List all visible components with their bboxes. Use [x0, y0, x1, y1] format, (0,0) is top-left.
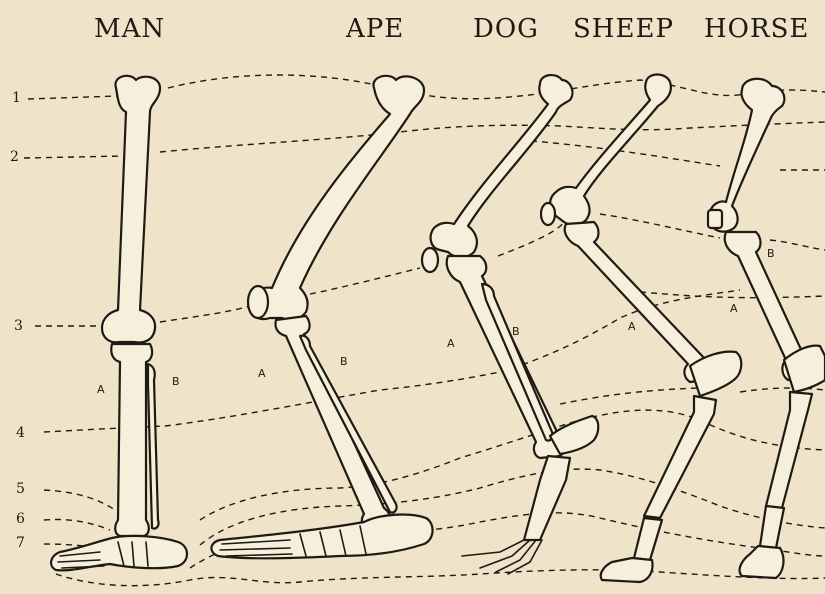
line-3b — [640, 292, 825, 298]
ape-foot — [211, 515, 432, 559]
level-number-7: 7 — [16, 535, 25, 551]
header-dog: DOG — [473, 14, 539, 44]
level-number-6: 6 — [16, 511, 25, 527]
line-lower — [56, 570, 825, 586]
dog-calcaneus — [550, 416, 598, 454]
sheep-tibia — [565, 222, 711, 382]
dog-label-b: B — [512, 325, 520, 338]
sheep-label-a: A — [628, 320, 636, 333]
sheep-limb — [541, 75, 741, 583]
man-label-a: A — [97, 383, 105, 396]
header-sheep: SHEEP — [573, 14, 674, 44]
level-number-2: 2 — [10, 149, 19, 165]
man-fibula — [148, 364, 159, 529]
header-ape: APE — [346, 14, 404, 44]
man-femur — [102, 76, 160, 343]
horse-hoof — [740, 546, 784, 578]
header-horse: HORSE — [704, 14, 809, 44]
sheep-patella — [541, 203, 555, 225]
man-tibia — [111, 344, 152, 536]
dog-metatarsals — [524, 456, 570, 540]
man-label-b: B — [172, 375, 180, 388]
man-foot — [51, 536, 187, 570]
horse-femur — [710, 79, 784, 232]
ape-tibia — [275, 316, 390, 530]
dog-toes — [462, 540, 542, 574]
horse-limb — [708, 79, 825, 578]
level-number-3: 3 — [14, 318, 23, 334]
line-6 — [44, 469, 825, 545]
dog-patella — [422, 248, 438, 272]
ape-label-b: B — [340, 355, 348, 368]
man-limb — [51, 76, 187, 571]
sheep-pastern — [634, 518, 662, 560]
level-number-4: 4 — [16, 425, 25, 441]
horse-patella — [708, 210, 722, 228]
header-man: MAN — [94, 14, 165, 44]
line-2b — [520, 140, 825, 170]
dog-label-a: A — [447, 337, 455, 350]
ape-fibula — [300, 336, 397, 513]
horse-cannon — [766, 392, 812, 508]
horse-pastern — [760, 506, 784, 548]
horse-label-a: A — [730, 302, 738, 315]
level-number-5: 5 — [16, 481, 25, 497]
dog-limb — [422, 75, 598, 574]
dog-femur — [431, 75, 573, 257]
ape-limb — [211, 76, 432, 558]
horse-label-b: B — [767, 247, 775, 260]
line-4b — [560, 388, 700, 404]
level-number-1: 1 — [12, 90, 21, 106]
ape-femur — [250, 76, 424, 320]
ape-patella — [248, 286, 268, 318]
ape-label-a: A — [258, 367, 266, 380]
dog-fibula — [482, 284, 553, 441]
sheep-hoof — [601, 558, 653, 582]
